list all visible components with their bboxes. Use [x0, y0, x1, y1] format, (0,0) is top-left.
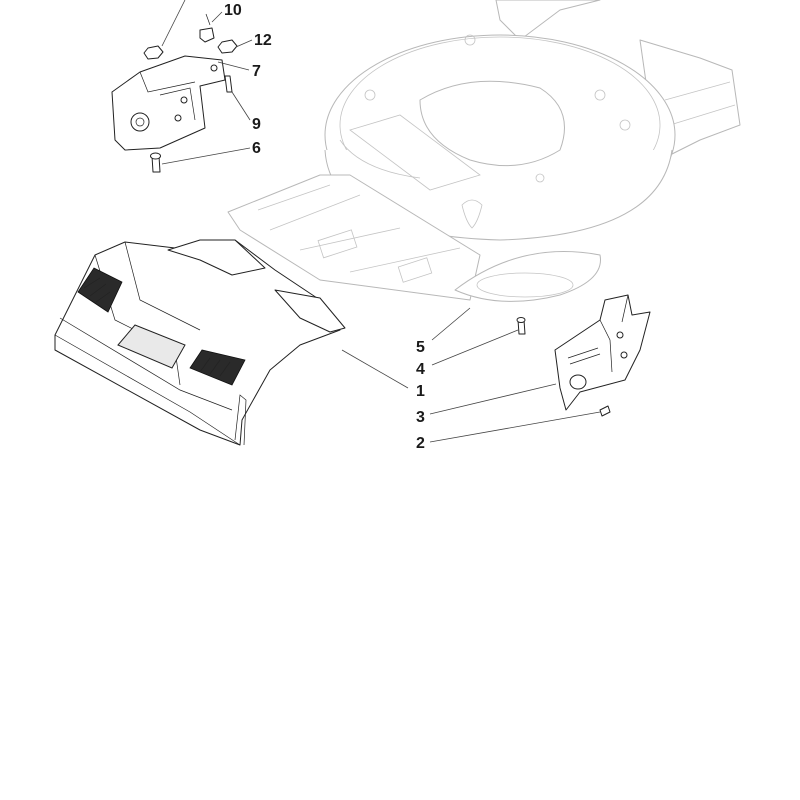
leader-top-left [161, 0, 186, 47]
leader-10 [211, 11, 223, 23]
callout-5: 5 [416, 339, 425, 356]
leader-lines [161, 0, 601, 443]
callout-7: 7 [252, 63, 261, 80]
right-bracket-part [516, 294, 651, 417]
callout-2: 2 [416, 435, 425, 452]
leader-6 [161, 147, 251, 165]
leader-1 [341, 349, 409, 389]
leader-2 [429, 411, 601, 443]
leader-9 [231, 91, 251, 121]
mower-deck-outline [227, 0, 741, 302]
left-bracket-part [111, 13, 238, 173]
callout-9: 9 [252, 116, 261, 133]
leader-5 [431, 307, 471, 341]
callout-4: 4 [416, 361, 425, 378]
callout-6: 6 [252, 140, 261, 157]
callout-3: 3 [416, 409, 425, 426]
callout-1: 1 [416, 383, 425, 400]
callout-labels: 10 12 7 9 6 5 4 1 3 2 [224, 2, 425, 452]
callout-12: 12 [254, 32, 272, 49]
leader-3 [429, 383, 557, 415]
callout-10: 10 [224, 2, 242, 19]
front-cover-part [54, 239, 346, 446]
leader-7 [217, 61, 250, 71]
leader-4 [431, 329, 519, 366]
leader-12 [235, 39, 253, 48]
